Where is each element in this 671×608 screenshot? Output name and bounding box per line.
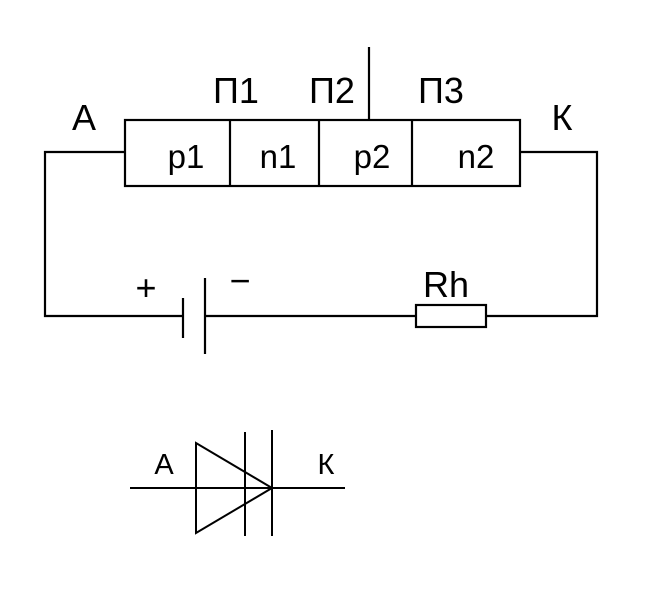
layer-label-p1: p1	[168, 138, 205, 175]
symbol-triangle	[195, 441, 274, 535]
pnpn-structure: p1 n1 p2 n2 П1 П2 П3 A К	[72, 47, 573, 188]
junction-label-p3: П3	[418, 70, 464, 111]
layer-label-n2: n2	[458, 138, 495, 175]
junction-label-p1: П1	[213, 70, 259, 111]
resistor-label: Rh	[423, 264, 469, 305]
symbol-anode-label: A	[154, 449, 174, 481]
load-resistor	[414, 303, 488, 329]
external-circuit: + − Rh	[43, 150, 599, 354]
cathode-label: К	[552, 97, 573, 138]
battery-minus-label: −	[229, 260, 250, 301]
anode-label: A	[72, 97, 96, 138]
layer-label-n1: n1	[260, 138, 297, 175]
layer-label-p2: p2	[354, 138, 391, 175]
thyristor-symbol: A К	[130, 430, 345, 536]
junction-label-p2: П2	[309, 70, 355, 111]
right-wire	[486, 150, 599, 318]
symbol-cathode-label: К	[318, 449, 335, 481]
left-wire	[43, 150, 183, 318]
battery-plus-label: +	[135, 267, 156, 308]
